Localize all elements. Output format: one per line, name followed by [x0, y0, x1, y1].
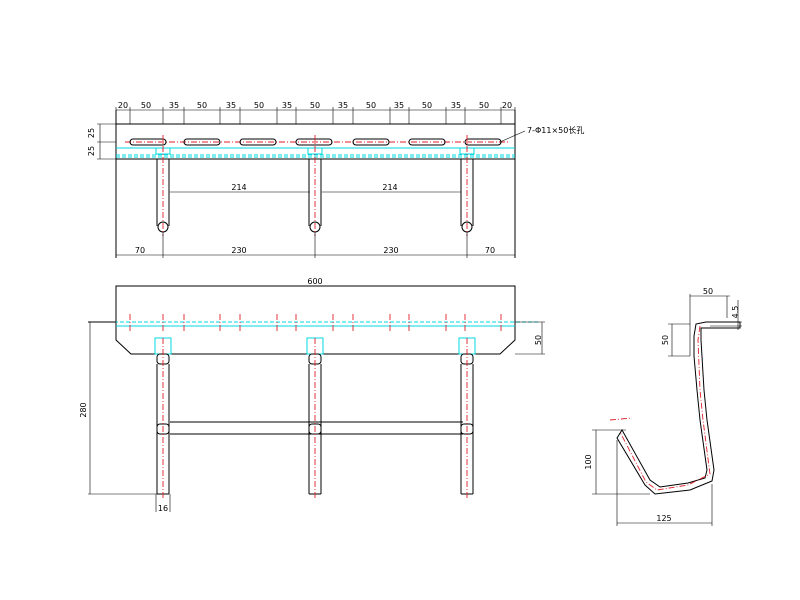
top-dim-14: 50 — [479, 101, 489, 110]
top-dim-1: 20 — [118, 101, 128, 110]
side-dim-125: 125 — [656, 514, 671, 523]
left-dim-25-a: 25 — [87, 128, 96, 138]
front-centerline-ticks — [129, 314, 502, 332]
top-dim-15: 20 — [502, 101, 512, 110]
left-dim-25-b: 25 — [87, 146, 96, 156]
slot-6 — [408, 138, 446, 146]
top-dim-4: 50 — [197, 101, 207, 110]
top-dim-7: 35 — [282, 101, 292, 110]
top-view: 20 50 35 50 35 50 35 50 35 50 35 50 35 5… — [87, 101, 584, 258]
slot-2 — [183, 138, 221, 146]
mid-dim-214-a: 214 — [231, 183, 246, 192]
top-dimension-labels: 20 50 35 50 35 50 35 50 35 50 35 50 35 5… — [118, 101, 512, 110]
top-dim-5: 35 — [226, 101, 236, 110]
front-dim-280: 280 — [79, 402, 88, 417]
slot-5 — [352, 138, 390, 146]
bottom-dim-70-a: 70 — [135, 246, 145, 255]
top-dim-3: 35 — [169, 101, 179, 110]
bottom-dim-230-b: 230 — [383, 246, 398, 255]
front-view: 600 280 50 16 — [79, 277, 545, 513]
slot-4 — [295, 138, 333, 146]
top-dim-13: 35 — [451, 101, 461, 110]
front-dim-16: 16 — [158, 504, 168, 513]
side-dim-50-side: 50 — [661, 335, 670, 345]
slot-holes — [129, 138, 502, 146]
bottom-dim-70-b: 70 — [485, 246, 495, 255]
mid-dim-214-b: 214 — [382, 183, 397, 192]
top-dim-11: 35 — [394, 101, 404, 110]
front-dim-50: 50 — [534, 335, 543, 345]
top-dim-6: 50 — [254, 101, 264, 110]
front-dim-600: 600 — [307, 277, 322, 286]
top-dim-10: 50 — [366, 101, 376, 110]
slot-note: 7-Φ11×50长孔 — [527, 125, 584, 135]
side-dim-50-top: 50 — [703, 287, 713, 296]
top-dim-12: 50 — [422, 101, 432, 110]
side-dim-100: 100 — [584, 454, 593, 469]
side-view: 50 4.5 50 100 125 — [584, 287, 742, 526]
bottom-dim-230-a: 230 — [231, 246, 246, 255]
top-dim-2: 50 — [141, 101, 151, 110]
side-dim-4.5: 4.5 — [731, 306, 740, 319]
top-dim-8: 50 — [310, 101, 320, 110]
front-view-legs — [154, 337, 476, 500]
slot-7 — [464, 138, 502, 146]
slot-3 — [239, 138, 277, 146]
slot-1 — [129, 138, 167, 146]
top-view-legs — [155, 135, 475, 236]
top-dim-9: 35 — [338, 101, 348, 110]
